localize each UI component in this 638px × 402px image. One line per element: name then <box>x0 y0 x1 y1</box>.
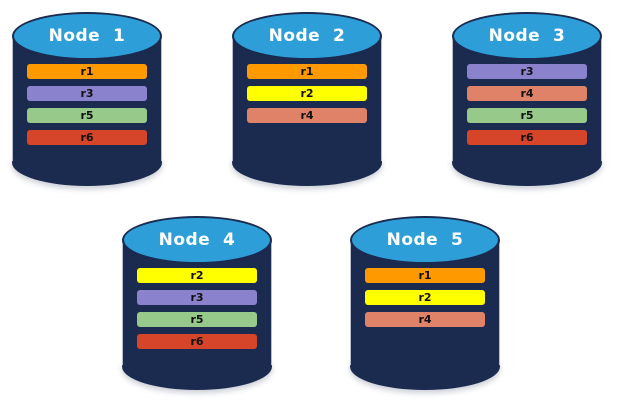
node-cylinder-top <box>452 12 602 60</box>
replica-bar-r4[interactable]: r4 <box>247 108 367 123</box>
replica-bar-r5[interactable]: r5 <box>27 108 147 123</box>
replica-bar-r2[interactable]: r2 <box>247 86 367 101</box>
node-cylinder-top <box>232 12 382 60</box>
replica-bar-r3[interactable]: r3 <box>137 290 257 305</box>
replica-bar-r5[interactable]: r5 <box>467 108 587 123</box>
replica-bar-r5[interactable]: r5 <box>137 312 257 327</box>
replica-bar-r4[interactable]: r4 <box>467 86 587 101</box>
node-cylinder-top <box>122 216 272 264</box>
replica-bar-r4[interactable]: r4 <box>365 312 485 327</box>
replica-bar-r6[interactable]: r6 <box>467 130 587 145</box>
node-cylinder-top <box>12 12 162 60</box>
replica-list: r3 r4 r5 r6 <box>467 64 587 145</box>
replica-bar-r2[interactable]: r2 <box>137 268 257 283</box>
replica-bar-r3[interactable]: r3 <box>467 64 587 79</box>
replica-bar-r1[interactable]: r1 <box>27 64 147 79</box>
replica-list: r2 r3 r5 r6 <box>137 268 257 349</box>
replica-list: r1 r3 r5 r6 <box>27 64 147 145</box>
replica-bar-r6[interactable]: r6 <box>27 130 147 145</box>
replica-bar-r3[interactable]: r3 <box>27 86 147 101</box>
replica-bar-r1[interactable]: r1 <box>365 268 485 283</box>
replica-list: r1 r2 r4 <box>247 64 367 123</box>
replica-bar-r6[interactable]: r6 <box>137 334 257 349</box>
replica-bar-r2[interactable]: r2 <box>365 290 485 305</box>
replica-bar-r1[interactable]: r1 <box>247 64 367 79</box>
node-cylinder-top <box>350 216 500 264</box>
replica-list: r1 r2 r4 <box>365 268 485 327</box>
